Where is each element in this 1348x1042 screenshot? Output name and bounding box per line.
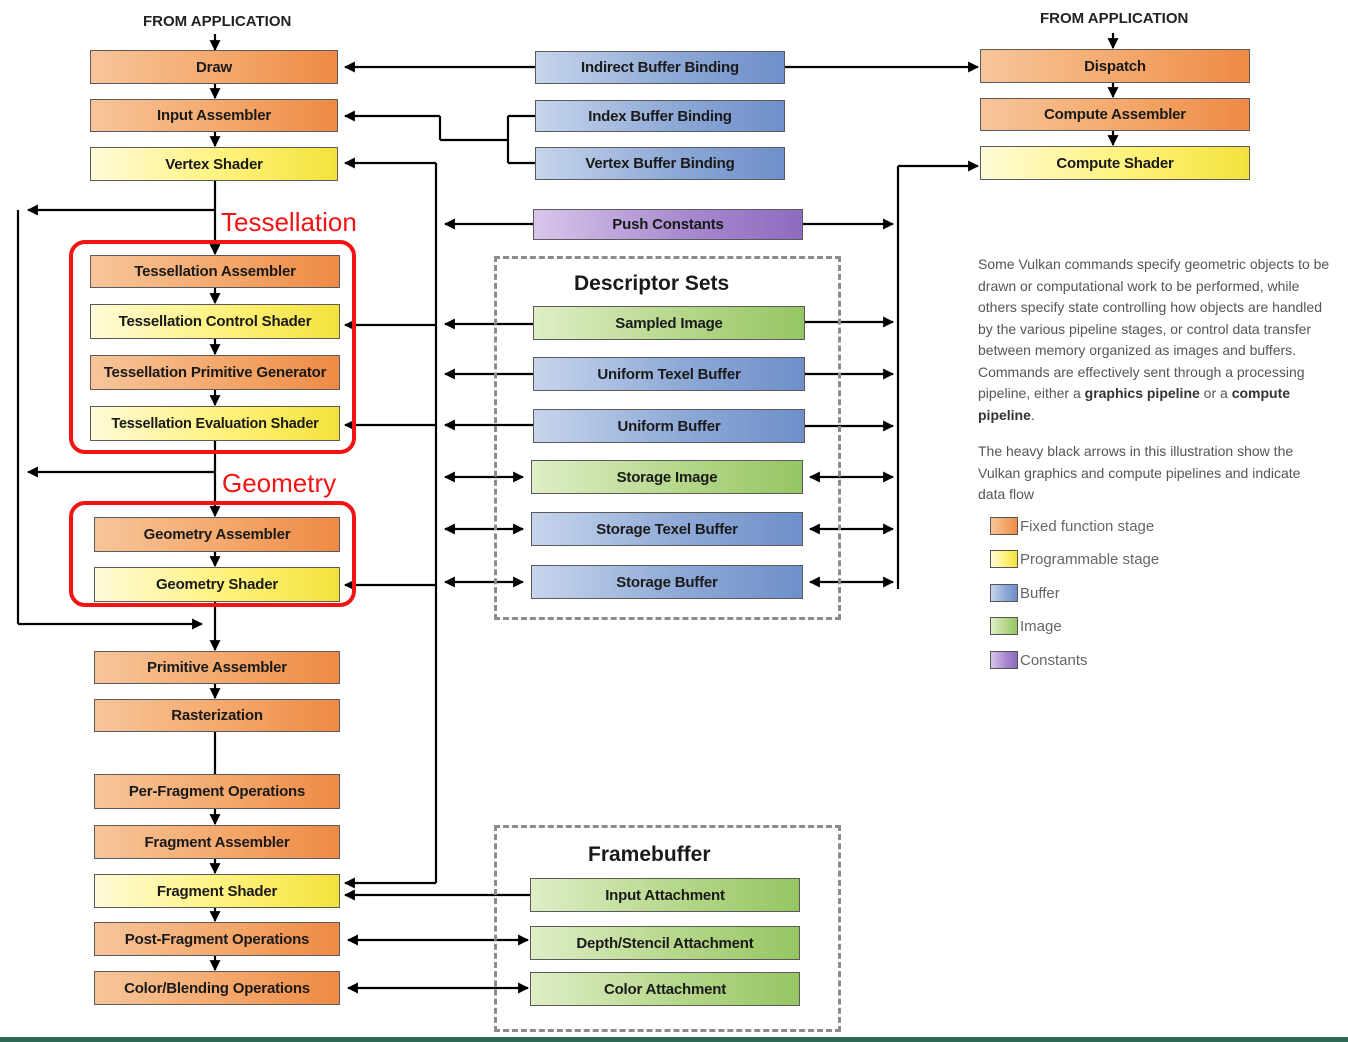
per-fragment-operations-stage: Per-Fragment Operations xyxy=(94,774,340,809)
indirect-buffer-binding: Indirect Buffer Binding xyxy=(535,51,785,84)
storage-buffer-descriptor: Storage Buffer xyxy=(531,565,803,599)
tessellation-group-outline xyxy=(69,240,356,454)
dispatch-stage: Dispatch xyxy=(980,49,1250,83)
sampled-image-descriptor: Sampled Image xyxy=(533,306,805,340)
fixed-function-swatch xyxy=(990,517,1018,535)
input-assembler-stage: Input Assembler xyxy=(90,99,338,132)
post-fragment-operations-stage: Post-Fragment Operations xyxy=(94,922,340,956)
vertex-buffer-binding: Vertex Buffer Binding xyxy=(535,147,785,180)
tessellation-label: Tessellation xyxy=(221,207,357,237)
programmable-swatch xyxy=(990,550,1018,568)
framebuffer-frame xyxy=(494,825,841,1032)
tessellation-assembler-stage: Tessellation Assembler xyxy=(90,255,340,288)
geometry-label: Geometry xyxy=(222,468,337,498)
vertex-shader-stage: Vertex Shader xyxy=(90,147,338,181)
uniform-texel-buffer-descriptor: Uniform Texel Buffer xyxy=(533,357,805,391)
color-attachment: Color Attachment xyxy=(530,972,800,1006)
legend-fixed-function: Fixed function stage xyxy=(990,517,1154,535)
draw-stage: Draw xyxy=(90,50,338,84)
footer-bar xyxy=(0,1037,1348,1042)
legend-programmable: Programmable stage xyxy=(990,550,1159,568)
fragment-assembler-stage: Fragment Assembler xyxy=(94,825,340,859)
buffer-swatch xyxy=(990,584,1018,602)
primitive-assembler-stage: Primitive Assembler xyxy=(94,651,340,684)
push-constants: Push Constants xyxy=(533,209,803,240)
geometry-assembler-stage: Geometry Assembler xyxy=(94,517,340,552)
legend-buffer: Buffer xyxy=(990,584,1060,602)
legend-constants: Constants xyxy=(990,651,1088,669)
geometry-group-outline xyxy=(69,501,356,607)
from-application-compute: FROM APPLICATION xyxy=(1040,10,1189,27)
storage-texel-buffer-descriptor: Storage Texel Buffer xyxy=(531,512,803,546)
description-paragraph-1: Some Vulkan commands specify geometric o… xyxy=(978,256,1330,423)
constants-swatch xyxy=(990,651,1018,669)
uniform-buffer-descriptor: Uniform Buffer xyxy=(533,409,805,443)
tessellation-evaluation-shader-stage: Tessellation Evaluation Shader xyxy=(90,406,340,441)
legend-image: Image xyxy=(990,617,1062,635)
index-buffer-binding: Index Buffer Binding xyxy=(535,100,785,132)
compute-assembler-stage: Compute Assembler xyxy=(980,98,1250,131)
tessellation-control-shader-stage: Tessellation Control Shader xyxy=(90,304,340,339)
geometry-shader-stage: Geometry Shader xyxy=(94,567,340,602)
description-paragraph-2: The heavy black arrows in this illustrat… xyxy=(978,443,1301,502)
framebuffer-title: Framebuffer xyxy=(588,843,711,866)
from-application-graphics: FROM APPLICATION xyxy=(143,13,292,30)
compute-shader-stage: Compute Shader xyxy=(980,146,1250,180)
descriptor-sets-frame xyxy=(494,256,841,620)
input-attachment: Input Attachment xyxy=(530,878,800,912)
image-swatch xyxy=(990,617,1018,635)
fragment-shader-stage: Fragment Shader xyxy=(94,874,340,908)
rasterization-stage: Rasterization xyxy=(94,699,340,732)
storage-image-descriptor: Storage Image xyxy=(531,460,803,494)
descriptor-sets-title: Descriptor Sets xyxy=(574,272,730,295)
color-blending-operations-stage: Color/Blending Operations xyxy=(94,971,340,1005)
tessellation-primitive-generator-stage: Tessellation Primitive Generator xyxy=(90,355,340,390)
depth-stencil-attachment: Depth/Stencil Attachment xyxy=(530,926,800,960)
